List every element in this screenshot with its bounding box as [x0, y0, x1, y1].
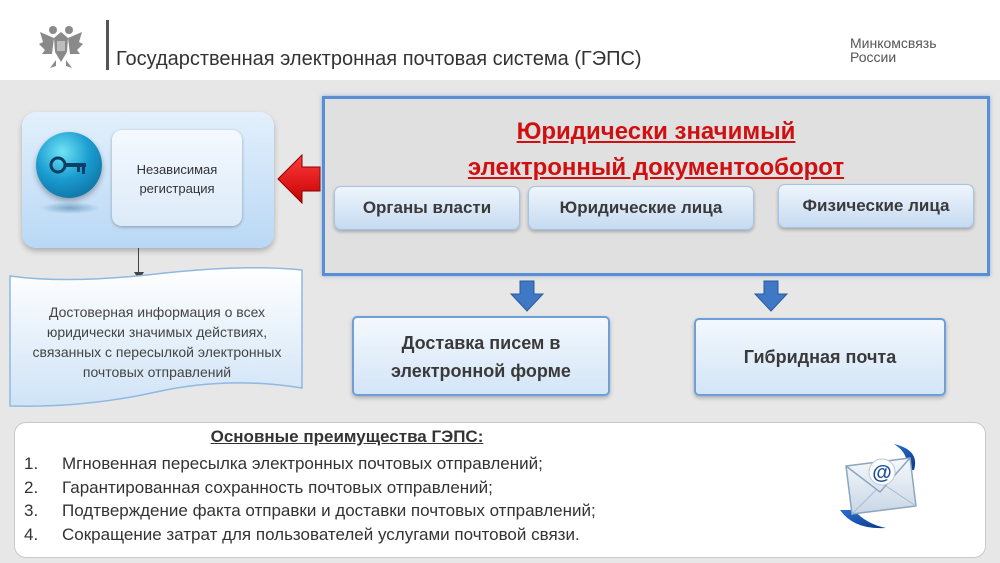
key-icon: [36, 132, 102, 198]
registration-card: [112, 130, 242, 226]
service-hybrid-mail: Гибридная почта: [694, 318, 946, 396]
ministry-logo: Минкомсвязь России: [850, 36, 936, 64]
connector-line: [138, 248, 139, 274]
header-divider: [106, 20, 109, 70]
orb-reflection: [40, 202, 100, 214]
legal-document-flow-title: Юридически значимый электронный документ…: [467, 118, 845, 181]
list-item: 4.Сокращение затрат для пользователей ус…: [24, 524, 580, 544]
document-note-text: Достоверная информация о всех юридически…: [32, 304, 282, 380]
email-at-icon: @: [840, 444, 917, 529]
blue-down-arrow-icon: [510, 280, 544, 312]
page-title: Государственная электронная почтовая сис…: [116, 48, 642, 70]
participant-individuals: Физические лица: [778, 184, 974, 228]
list-item: 1.Мгновенная пересылка электронных почто…: [24, 454, 543, 473]
document-shape: [9, 267, 303, 407]
ministry-name: Минкомсвязь: [850, 35, 937, 51]
participant-legal-entities: Юридические лица: [528, 186, 754, 230]
list-item: 2.Гарантированная сохранность почтовых о…: [24, 477, 493, 497]
participant-authorities: Органы власти: [334, 186, 520, 230]
registration-label: Независимая регистрация: [136, 162, 218, 196]
service-electronic-delivery: Доставка писем в электронной форме: [352, 316, 610, 396]
red-left-arrow-icon: [277, 153, 321, 205]
coat-of-arms-icon: [39, 26, 83, 68]
blue-down-arrow-icon: [754, 280, 788, 312]
advantages-title: Основные преимущества ГЭПС:: [210, 427, 484, 446]
advantages-panel: [14, 422, 986, 558]
advantages-list: 1.Мгновенная пересылка электронных почто…: [24, 452, 596, 546]
list-item: 3.Подтверждение факта отправки и доставк…: [24, 501, 596, 520]
ministry-country: России: [850, 49, 897, 65]
svg-text:@: @: [872, 462, 892, 484]
